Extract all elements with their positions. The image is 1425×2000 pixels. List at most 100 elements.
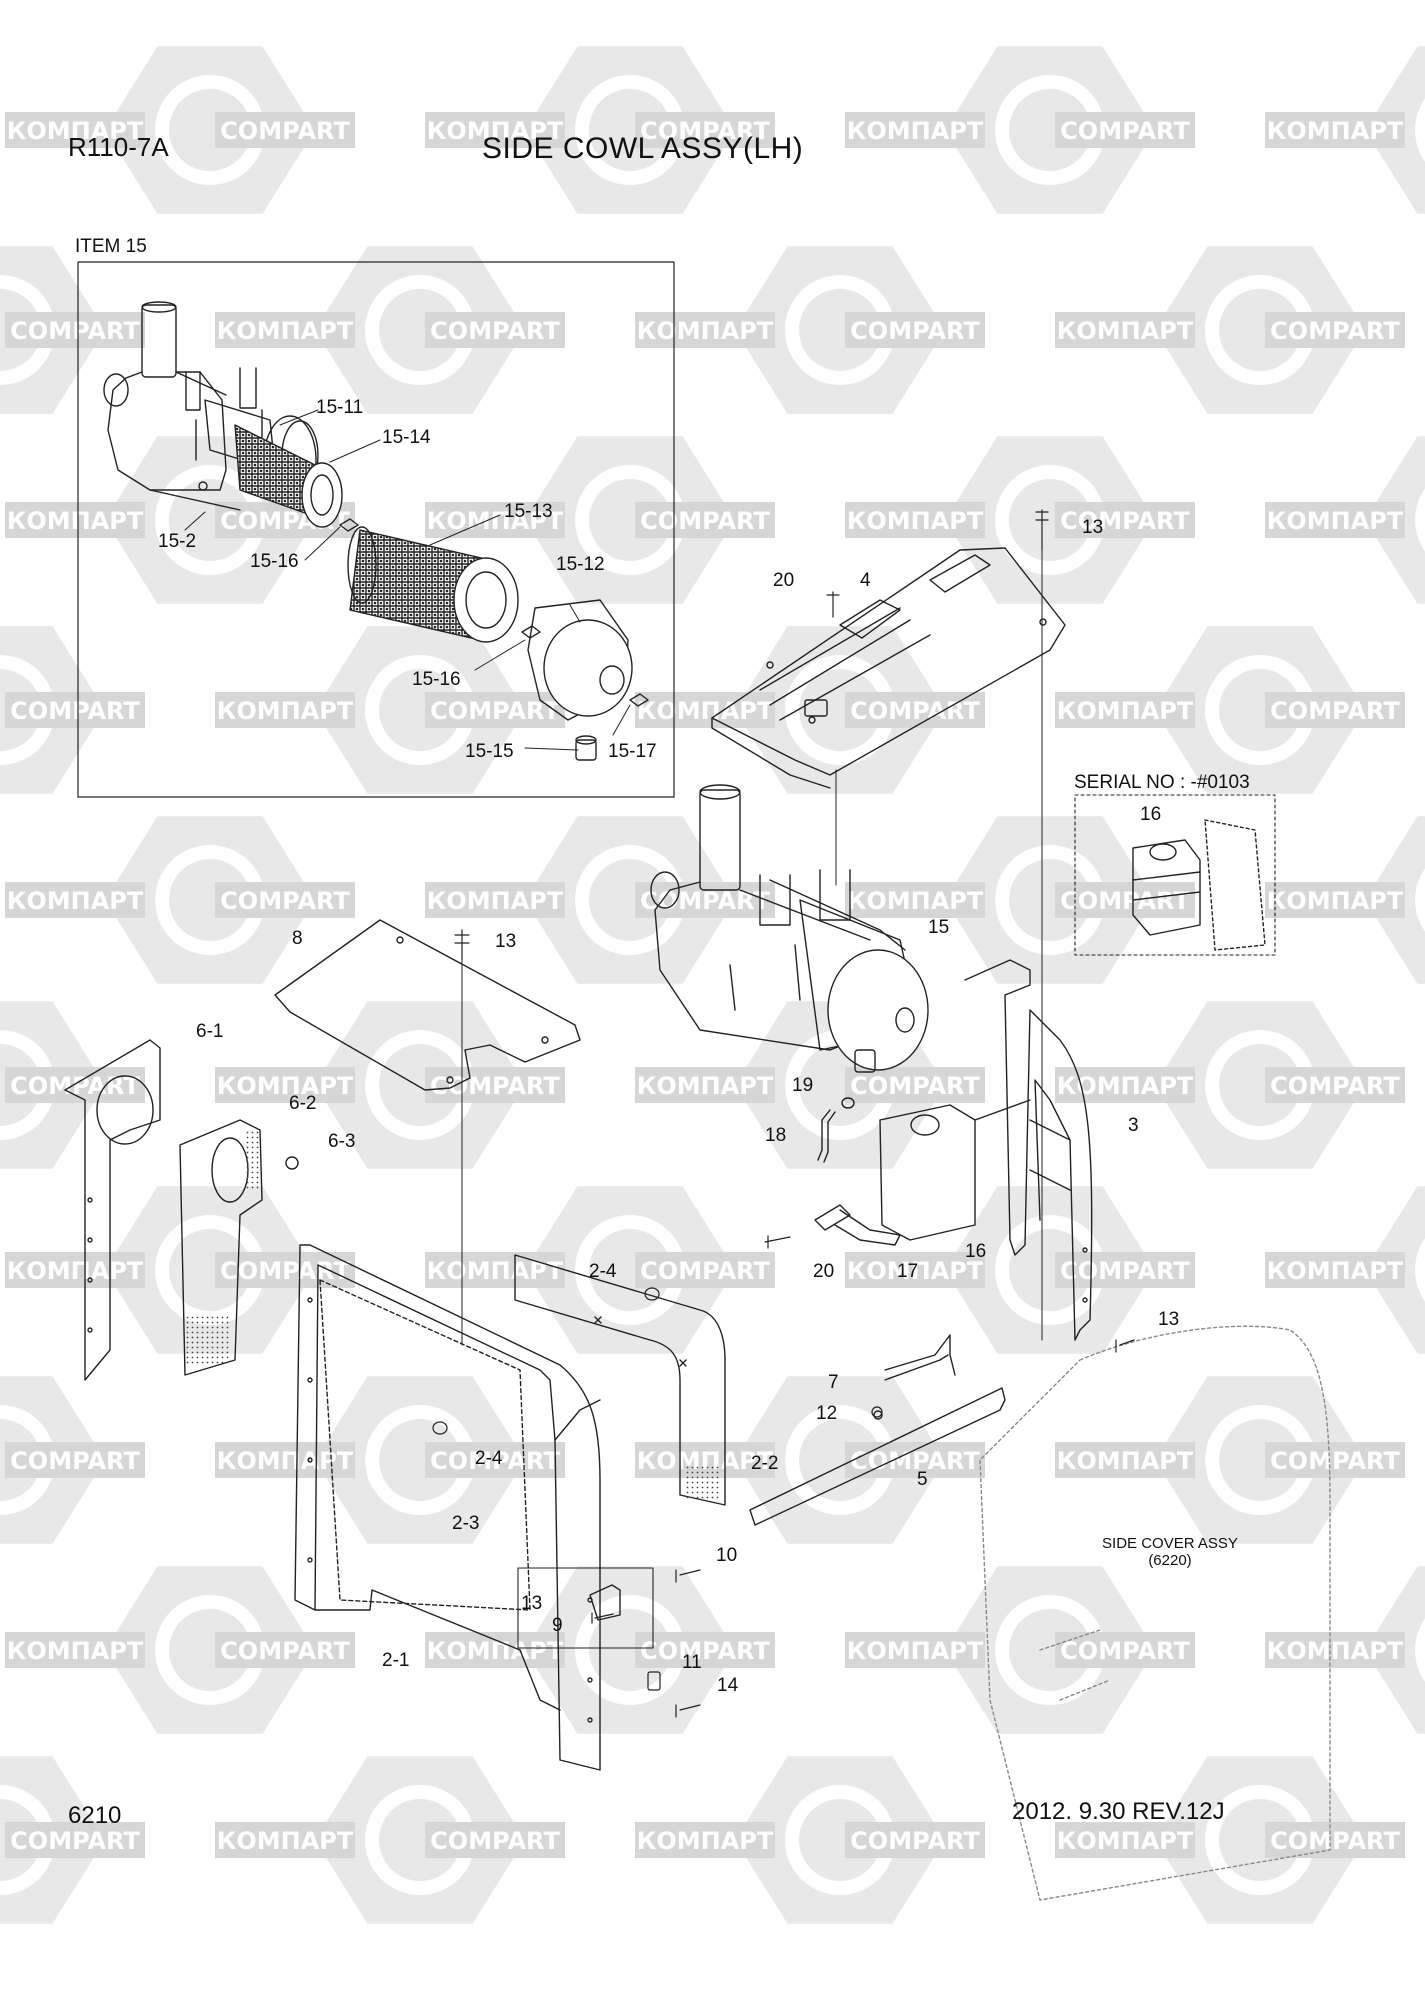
watermark-badge [425,502,565,538]
callout-6-2: 6-2 [289,1093,317,1114]
callout-18: 18 [765,1125,787,1146]
bolts [432,509,1135,1718]
watermark-hexagon [315,246,525,414]
callout-11: 11 [682,1652,702,1673]
callout-13-top: 13 [1082,517,1104,538]
watermark-text: КОМПАРТ [427,507,564,535]
watermark-badge [215,882,355,918]
item-15-inset-frame [77,261,675,798]
watermark-hexagon [105,1186,315,1354]
watermark-badge [845,312,985,348]
watermark-badge [635,502,775,538]
callout-2-3: 2-3 [452,1513,480,1534]
watermark-text: КОМПАРТ [427,1637,564,1665]
watermark-text: COMPART [430,1827,560,1855]
watermark-badge [1055,1252,1195,1288]
watermark-text: КОМПАРТ [1267,117,1404,145]
watermark-hexagon [105,1566,315,1734]
watermark-badge [1055,692,1195,728]
watermark-text: КОМПАРТ [847,1257,984,1285]
side-cover-assy-label: SIDE COVER ASSY (6220) [1090,1535,1250,1570]
watermark-badge [5,312,145,348]
watermark-badge [635,1822,775,1858]
watermark-badge [845,1822,985,1858]
watermark-badge [5,1442,145,1478]
watermark-text: КОМПАРТ [1267,1637,1404,1665]
inset-wing-nuts [339,518,649,707]
watermark-badge [1055,112,1195,148]
part-16-tank [879,1099,1031,1241]
watermark-text: КОМПАРТ [1057,697,1194,725]
watermark-text: COMPART [10,1827,140,1855]
watermark-text: COMPART [430,697,560,725]
watermark-badge [5,1067,145,1103]
watermark-text: КОМПАРТ [217,1827,354,1855]
callout-2-1: 2-1 [382,1650,410,1671]
side-cover-assy-outline [979,1325,1331,1901]
diagram-title: SIDE COWL ASSY(LH) [482,132,804,165]
side-cover-name: SIDE COVER ASSY [1102,1535,1238,1552]
callout-15-15: 15-15 [465,741,514,762]
watermark-text: COMPART [1060,117,1190,145]
part-17-strap [814,1204,901,1246]
watermark-text: КОМПАРТ [217,317,354,345]
callout-2-2: 2-2 [751,1453,779,1474]
watermark-badge [425,882,565,918]
inset-leaders [184,409,631,751]
inset-air-cleaner-body [103,301,263,511]
watermark-ring [1415,488,1425,552]
callout-15-13: 15-13 [504,501,553,522]
part-7-rod [884,1334,956,1381]
alignment-lines [461,549,1043,1346]
item-15-label: ITEM 15 [75,236,147,257]
watermark-ring [1415,868,1425,932]
watermark-badge [1265,1632,1405,1668]
watermark-hexagon [525,1186,735,1354]
watermark-badge [425,692,565,728]
watermark-text: КОМПАРТ [427,117,564,145]
part-15-air-cleaner [650,784,929,1073]
watermark-text: КОМПАРТ [1267,507,1404,535]
watermark-badge [1055,1632,1195,1668]
serial-no-label: SERIAL NO : -#0103 [1074,772,1250,793]
watermark-badge [845,1632,985,1668]
callout-7: 7 [828,1372,839,1393]
watermark-text: COMPART [1060,507,1190,535]
watermark-text: COMPART [1270,1447,1400,1475]
watermark-hexagon [105,46,315,214]
watermark-badge [215,1067,355,1103]
watermark-badge [1265,692,1405,728]
callout-15-12: 15-12 [556,554,605,575]
watermark-text: КОМПАРТ [1057,1827,1194,1855]
callout-15-17: 15-17 [608,741,657,762]
watermark-text: COMPART [640,507,770,535]
watermark-badge [1055,502,1195,538]
watermark-hexagon [945,816,1155,984]
watermark-badge [5,1632,145,1668]
watermark-badge [5,502,145,538]
watermark-badge [845,882,985,918]
part-6-2-panel [179,1119,299,1376]
callout-10: 10 [716,1545,738,1566]
watermark-text: КОМПАРТ [7,117,144,145]
callout-20-bottom: 20 [813,1261,835,1282]
watermark-badge [1265,882,1405,918]
watermark-text: COMPART [640,117,770,145]
watermark-text: COMPART [1060,1637,1190,1665]
watermark-text: COMPART [640,1637,770,1665]
watermark-text: КОМПАРТ [637,1827,774,1855]
callout-6-3: 6-3 [328,1131,356,1152]
part-3-bracket [964,959,1093,1341]
watermark-hexagon [1155,1001,1365,1169]
watermark-text: КОМПАРТ [1057,317,1194,345]
watermark-badge [635,882,775,918]
date-revision: 2012. 9.30 REV.12J [1012,1798,1225,1825]
watermark-hexagon [735,246,945,414]
callout-15-14: 15-14 [382,427,431,448]
watermark-text: КОМПАРТ [637,697,774,725]
callout-8: 8 [292,928,303,949]
watermark-badge [425,112,565,148]
watermark-badge [425,312,565,348]
